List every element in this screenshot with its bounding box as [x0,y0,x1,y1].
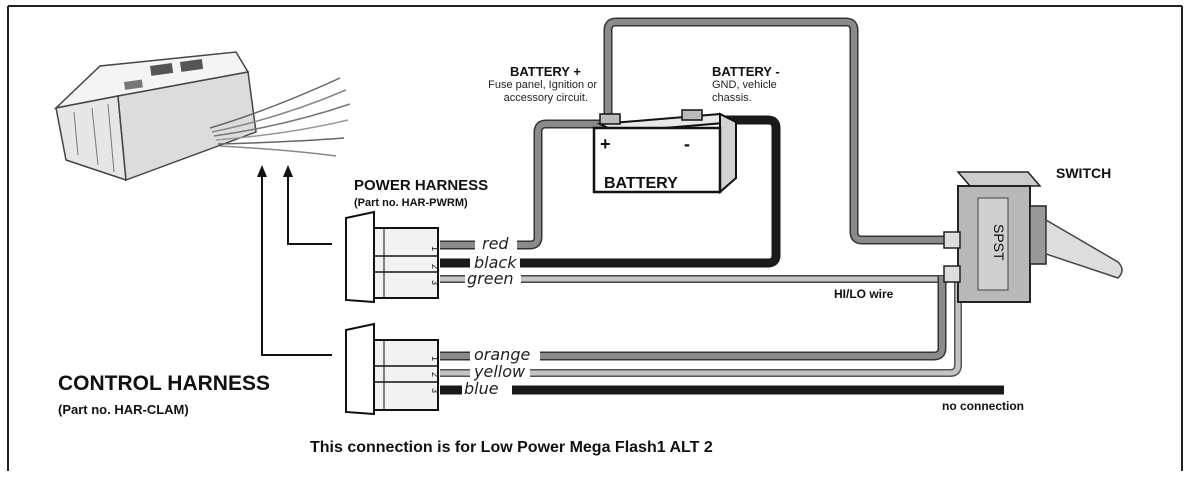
blue-label-bg [462,381,512,397]
wire-label-red: red [482,234,509,253]
spst-switch [943,171,1123,303]
battery-plus-label: BATTERY + [510,64,581,79]
power-harness-part: (Part no. HAR-PWRM) [354,197,468,209]
switch-label: SWITCH [1056,165,1111,181]
black-wire [440,115,781,268]
power-harness-title: POWER HARNESS [354,177,488,194]
control-pin-1: 1 [430,356,440,361]
battery [592,109,740,195]
battery-label: BATTERY [604,175,678,192]
switch-body-label: SPST [991,224,1007,261]
power-harness-arrow [283,165,332,245]
flasher-module [53,51,351,182]
battery-plus-desc-2: accessory circuit. [504,92,588,104]
yellow-wire [440,276,961,376]
wire-label-green: green [467,269,514,288]
black-label-bg [470,255,520,271]
orange-wire [440,276,945,359]
wire-label-black: black [474,253,517,272]
battery-minus-desc-2: chassis. [712,92,752,104]
control-harness-part: (Part no. HAR-CLAM) [58,402,189,417]
power-pin-3: 3 [430,280,440,285]
battery-positive-terminal [599,113,621,125]
switch-bottom-terminal [943,265,961,283]
switch-top-terminal [943,231,961,249]
wire-label-yellow: yellow [473,362,526,381]
red-wire [440,121,612,248]
control-harness-arrow [257,165,332,356]
orange-label-bg [470,347,540,363]
battery-minus-desc-1: GND, vehicle [712,79,777,91]
control-pin-3: 3 [430,388,440,393]
control-pin-2: 2 [430,372,440,377]
battery-plus-sign: + [600,134,611,154]
control-harness-title: CONTROL HARNESS [58,372,270,395]
battery-negative-terminal [681,109,703,121]
power-pin-2: 2 [430,264,440,269]
battery-plus-desc-1: Fuse panel, Ignition or [488,79,597,91]
yellow-label-bg [470,364,530,380]
battery-to-switch-wire [605,19,948,243]
control-harness-connector [345,322,439,416]
battery-minus-sign: - [684,134,690,154]
wire-label-blue: blue [464,379,499,398]
power-harness-connector [345,210,439,304]
power-pin-1: 1 [430,246,440,251]
diagram-caption: This connection is for Low Power Mega Fl… [310,439,713,456]
battery-minus-label: BATTERY - [712,64,780,79]
wire-label-orange: orange [474,345,530,364]
switch-toggle-lever [1045,218,1123,279]
hilo-wire-label: HI/LO wire [834,287,894,301]
red-label-bg [475,236,517,252]
no-connection-label: no connection [942,399,1024,413]
green-label-bg [465,271,521,287]
